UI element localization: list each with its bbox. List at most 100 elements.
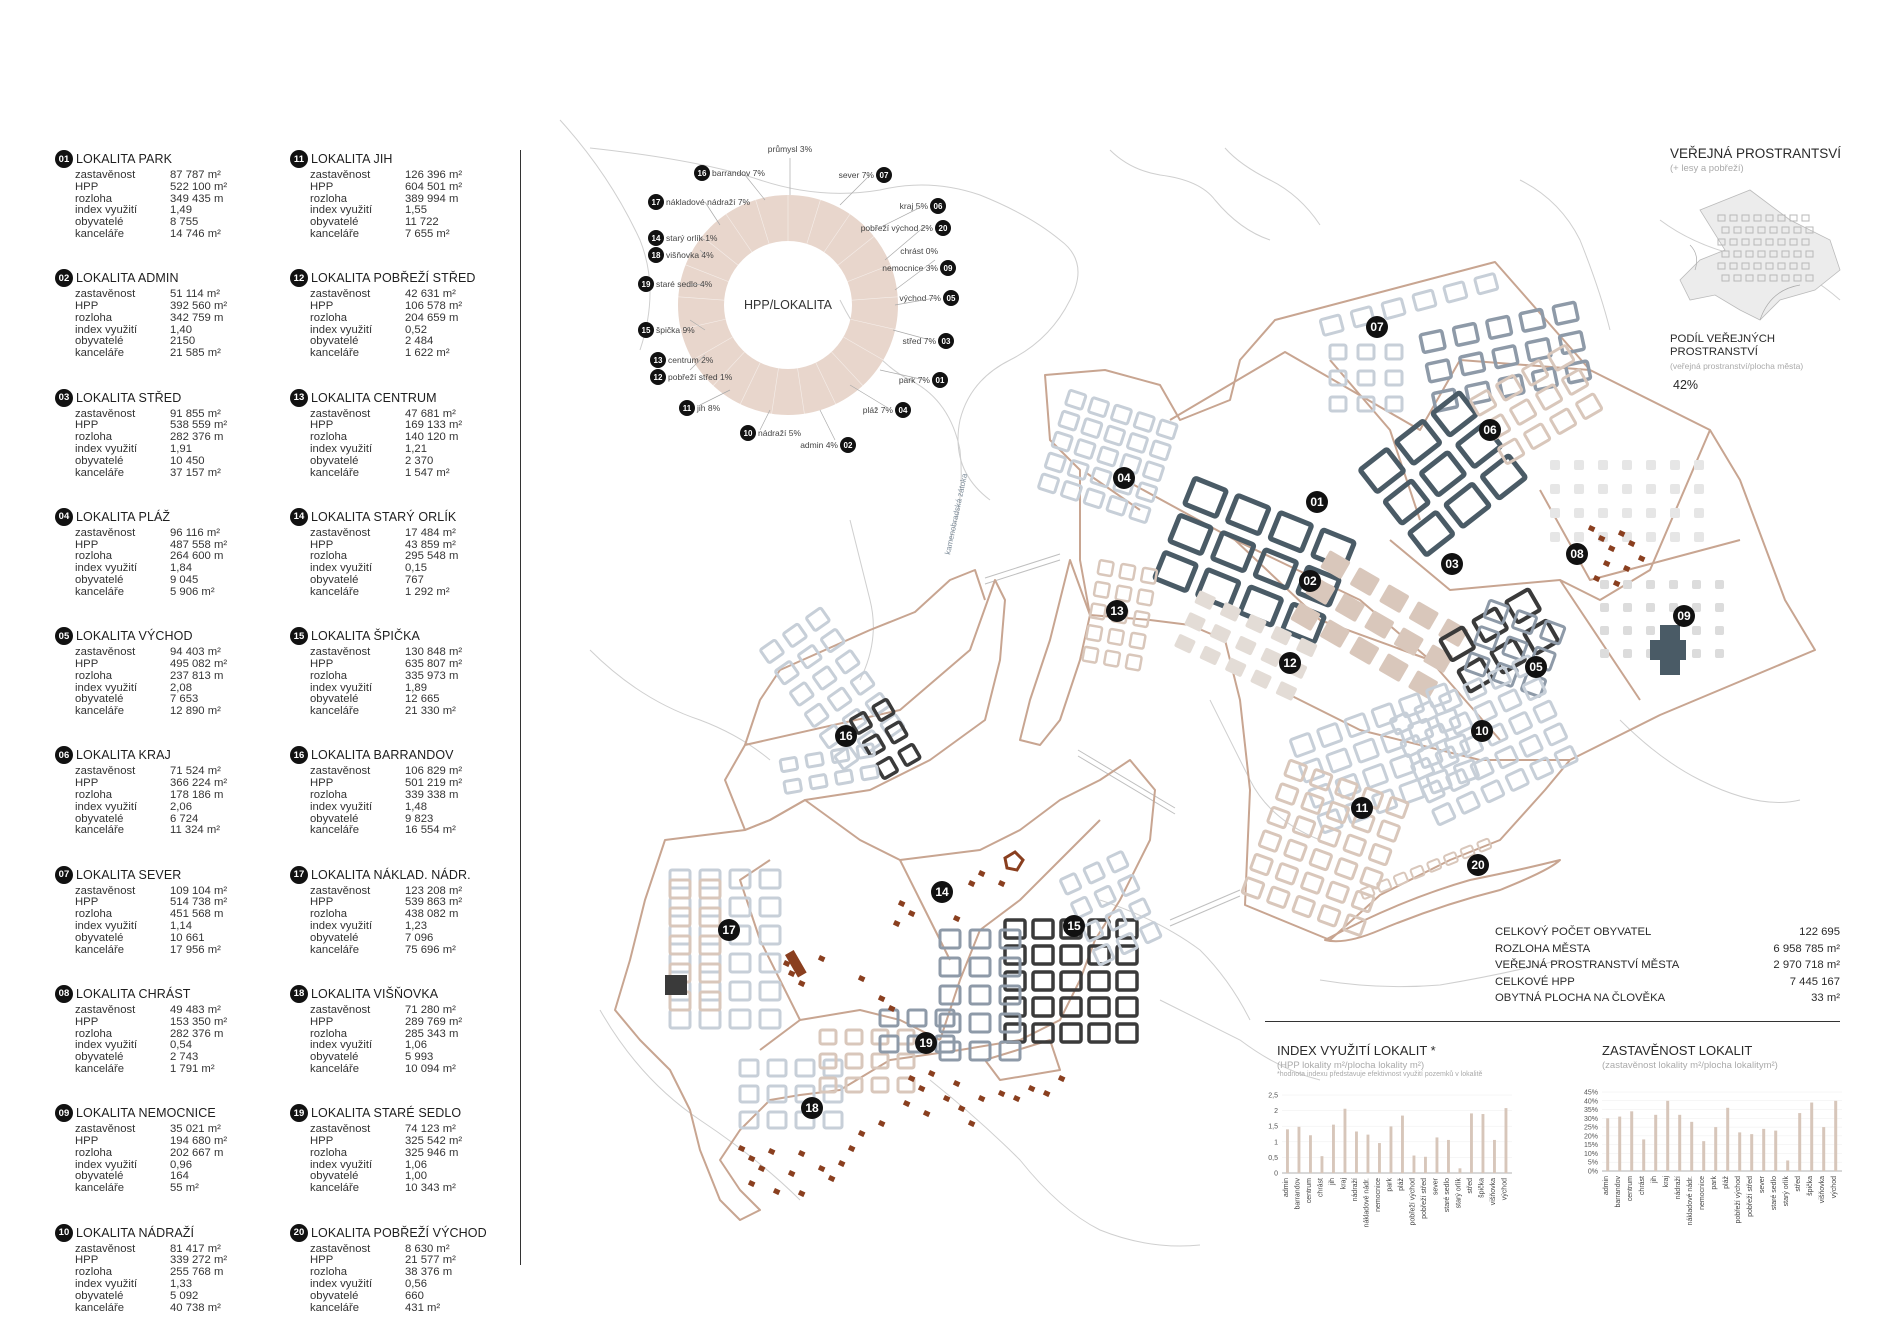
building-block (1564, 359, 1593, 385)
building-block (822, 1084, 844, 1104)
stat-value: 12 665 (405, 693, 440, 706)
building-block (1494, 745, 1520, 770)
stat-label: kanceláře (75, 943, 124, 956)
category-label: nádraží (1352, 1178, 1359, 1201)
index-chart-title: INDEX VYUŽITÍ LOKALIT * (1277, 1043, 1436, 1058)
building-block (938, 928, 962, 950)
building-block (1139, 921, 1163, 945)
building-block (1235, 636, 1257, 656)
building-block (1093, 884, 1117, 908)
block-cluster (1328, 343, 1404, 413)
building-block (1646, 580, 1655, 589)
stat-label: kanceláře (75, 1182, 124, 1195)
stat-value: 123 208 m² (405, 884, 463, 897)
building-block (859, 764, 880, 782)
summary-value: 2 970 718 m² (1773, 959, 1840, 971)
historic-building (897, 900, 906, 908)
stat-value: 7 653 (170, 693, 199, 706)
historic-building (997, 1090, 1006, 1098)
donut-leader-line (819, 409, 836, 441)
building-block (758, 868, 782, 890)
inset-block (1745, 274, 1754, 282)
donut-divider (847, 264, 891, 282)
building-block (1419, 450, 1467, 497)
donut-label-badge: 14 (652, 234, 661, 243)
category-label: staré sedlo (1771, 1176, 1778, 1210)
donut-leader-line (839, 174, 871, 206)
summary-value: 6 958 785 m² (1773, 942, 1840, 955)
inset-block (1753, 262, 1762, 270)
bar (1810, 1102, 1814, 1171)
building-block (998, 928, 1022, 950)
bar (1286, 1129, 1289, 1173)
category-label: pobřeží východ (1409, 1178, 1416, 1226)
stat-label: obyvatelé (75, 812, 124, 825)
bar (1355, 1131, 1358, 1173)
stat-value: 2150 (170, 335, 196, 348)
stat-label: zastavěnost (75, 646, 136, 659)
inset-block (1801, 238, 1810, 246)
stat-label: index využití (75, 1039, 138, 1052)
building-block (1487, 665, 1512, 690)
stat-value: 94 403 m² (170, 646, 221, 659)
building-block (805, 606, 831, 632)
bar (1678, 1114, 1682, 1171)
stat-label: kanceláře (75, 705, 124, 718)
block-cluster (1359, 837, 1493, 900)
summary-label: VEŘEJNÁ PROSTRANSTVÍ MĚSTA (1495, 959, 1680, 971)
building-block (1574, 508, 1584, 518)
building-block (1274, 862, 1300, 886)
category-label: nákladové nádr. (1687, 1176, 1694, 1225)
stat-value: 1,48 (405, 800, 427, 813)
svg-text:13: 13 (1110, 604, 1124, 618)
stat-value: 11 722 (405, 216, 439, 229)
location-number-badge: 18 (290, 984, 308, 1003)
donut-label: východ 7%05 (899, 290, 959, 306)
building-block (1342, 913, 1367, 937)
column-divider (520, 150, 521, 1265)
stat-label: index využití (310, 204, 373, 217)
stat-value: 487 558 m² (170, 538, 228, 551)
donut-label: chrást 0% (900, 246, 938, 256)
stat-value: 10 343 m² (405, 1182, 456, 1195)
historic-building (817, 955, 826, 963)
building-block (728, 896, 752, 918)
building-block (1250, 669, 1272, 689)
building-block (1142, 460, 1165, 483)
inset-block (1729, 238, 1738, 246)
category-label: barrandov (1615, 1176, 1622, 1208)
building-block (1539, 619, 1567, 646)
stat-label: zastavěnost (310, 1003, 371, 1016)
stat-value: 0,56 (405, 1277, 427, 1290)
building-block (1646, 508, 1656, 518)
stat-value: 21 330 m² (405, 705, 456, 718)
building-block (1550, 460, 1560, 470)
historic-building (1617, 529, 1626, 538)
building-block (1087, 396, 1110, 418)
building-block (1096, 445, 1120, 468)
building-block (1240, 876, 1266, 900)
building-block (1473, 699, 1498, 724)
building-block (1252, 547, 1299, 591)
building-block (968, 956, 992, 978)
donut-divider (831, 351, 864, 386)
building-block (1426, 858, 1443, 873)
building-block (848, 710, 873, 735)
stat-label: kanceláře (75, 824, 124, 837)
svg-text:09: 09 (1677, 609, 1691, 623)
stat-label: kanceláře (310, 347, 359, 360)
stat-label: zastavěnost (75, 1123, 136, 1136)
building-block (1459, 844, 1476, 860)
building-block (1317, 824, 1342, 848)
